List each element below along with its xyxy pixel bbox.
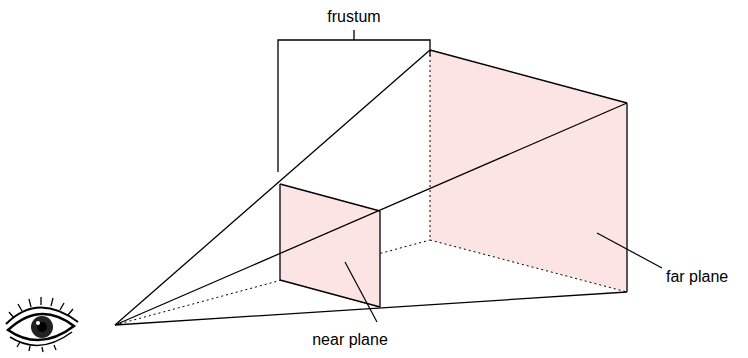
eye-icon bbox=[6, 297, 78, 352]
far-plane-fill bbox=[430, 50, 627, 292]
leader-line bbox=[597, 233, 662, 268]
hidden-edges bbox=[115, 50, 627, 325]
frustum-edges bbox=[115, 50, 627, 325]
near-plane-fill bbox=[280, 184, 380, 307]
plane-label: near plane bbox=[312, 331, 388, 349]
frustum-bracket bbox=[278, 40, 430, 172]
plane-label: frustum bbox=[327, 8, 380, 26]
plane-label: far plane bbox=[666, 268, 728, 286]
leader-line bbox=[345, 262, 377, 322]
bracket-tick bbox=[353, 30, 354, 40]
